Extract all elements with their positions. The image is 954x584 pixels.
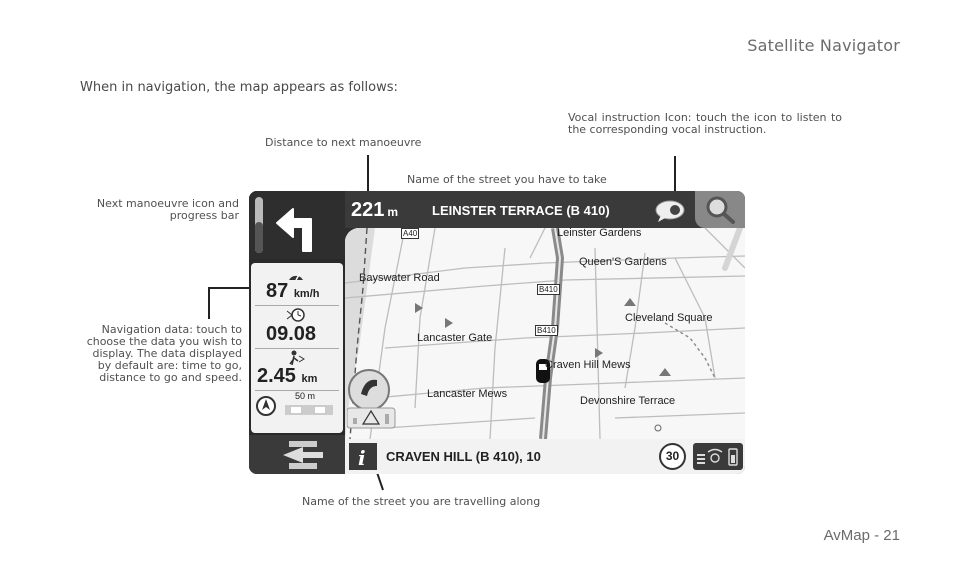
scale-bar (285, 405, 333, 415)
distance-unit: m (387, 205, 399, 219)
magnifier-icon (706, 196, 735, 224)
vocal-instruction-button[interactable] (653, 195, 691, 225)
turn-left-arrow-icon (276, 208, 312, 252)
distance-to-go-unit: km (301, 373, 318, 385)
map-label-devonshire-terrace: Devonshire Terrace (580, 395, 676, 407)
map-label-b410-upper: B410 (537, 284, 560, 295)
divider (255, 390, 339, 391)
speed-icon (289, 272, 303, 281)
phone-button[interactable] (346, 368, 399, 430)
annotation-distance: Distance to next manoeuvre (265, 136, 422, 149)
distance-value: 221 (351, 199, 385, 221)
back-arrow-icon (283, 441, 323, 469)
map-label-lancaster-gate: Lancaster Gate (417, 332, 493, 344)
current-street-name: CRAVEN HILL (B 410), 10 (386, 449, 541, 464)
navigation-data-panel[interactable]: 87 km/h 09.08 2.45 km 50 m (251, 263, 343, 433)
annotation-current-street: Name of the street you are travelling al… (302, 495, 541, 508)
map-label-b410-lower: B410 (535, 325, 558, 336)
annotation-navigation-data: Navigation data: touch to choose the dat… (86, 323, 242, 384)
speed-value: 87 (266, 280, 289, 302)
info-icon: i (358, 446, 366, 470)
map-label-bayswater-road: Bayswater Road (359, 272, 440, 284)
speed-readout: 87 km/h (266, 280, 320, 303)
search-button[interactable] (695, 191, 745, 228)
next-manoeuvre-box (249, 191, 345, 259)
map-label-leinster-gardens: Leinster Gardens (557, 228, 642, 239)
clock-icon (286, 308, 305, 322)
status-indicator[interactable] (693, 443, 743, 470)
back-button[interactable] (249, 435, 345, 474)
distance-to-go-value: 2.45 (257, 365, 296, 387)
signal-battery-icon (697, 448, 738, 466)
map-label-queens-gardens: Queen'S Gardens (579, 256, 667, 268)
annotation-street-to-take: Name of the street you have to take (407, 173, 607, 186)
map-label-a40: A40 (401, 228, 420, 239)
annotation-vocal-icon: Vocal instruction Icon: touch the icon t… (568, 111, 842, 136)
time-to-go-value: 09.08 (266, 323, 317, 345)
leader-line-nav-data-v (208, 287, 210, 319)
intro-text: When in navigation, the map appears as f… (80, 80, 398, 95)
map-label-lancaster-mews: Lancaster Mews (427, 388, 508, 400)
next-street-name: LEINSTER TERRACE (B 410) (432, 203, 610, 218)
page-header-title: Satellite Navigator (747, 36, 900, 55)
progress-fill (255, 222, 263, 253)
current-street-bar: i CRAVEN HILL (B 410), 10 30 (345, 439, 745, 474)
divider (255, 348, 339, 349)
svg-text:i: i (358, 446, 366, 470)
navigator-screen: A40 Leinster Gardens Queen'S Gardens Bay… (249, 191, 745, 474)
divider (255, 305, 339, 306)
info-button[interactable]: i (349, 443, 377, 470)
leader-line-distance (367, 155, 369, 197)
walker-icon (289, 350, 305, 366)
leader-line-nav-data-h (208, 287, 250, 289)
phone-icon (346, 369, 396, 429)
map-view[interactable]: A40 Leinster Gardens Queen'S Gardens Bay… (345, 228, 745, 439)
distance-to-go-readout: 2.45 km (257, 365, 317, 388)
map-label-craven-hill-mews: Craven Hill Mews (545, 359, 631, 371)
speaker-icon (655, 200, 685, 222)
page-footer: AvMap - 21 (823, 527, 900, 544)
vehicle-position-icon (536, 359, 550, 383)
scale-label: 50 m (295, 391, 316, 401)
speed-unit: km/h (293, 288, 320, 300)
progress-bar (255, 197, 263, 253)
map-label-cleveland-square: Cleveland Square (625, 312, 713, 324)
leader-line-vocal (674, 156, 676, 194)
speed-limit-sign: 30 (659, 443, 686, 470)
annotation-next-manoeuvre: Next manoeuvre icon and progress bar (96, 197, 239, 222)
compass-icon (256, 396, 276, 416)
